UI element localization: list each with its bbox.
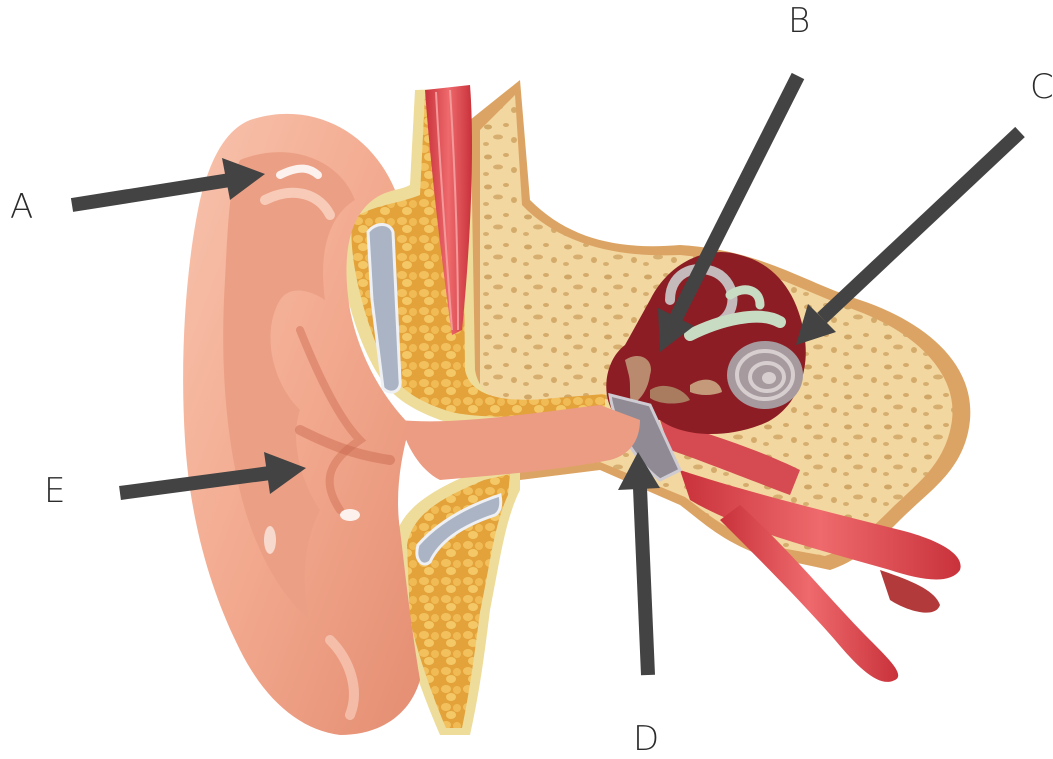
cochlea [727,341,803,409]
label-e: E [44,474,66,508]
label-a: A [10,190,34,224]
arrow-c [796,132,1020,345]
arrow-d [618,452,660,675]
label-c: C [1030,70,1053,104]
label-b: B [788,4,811,38]
label-d: D [633,722,660,756]
